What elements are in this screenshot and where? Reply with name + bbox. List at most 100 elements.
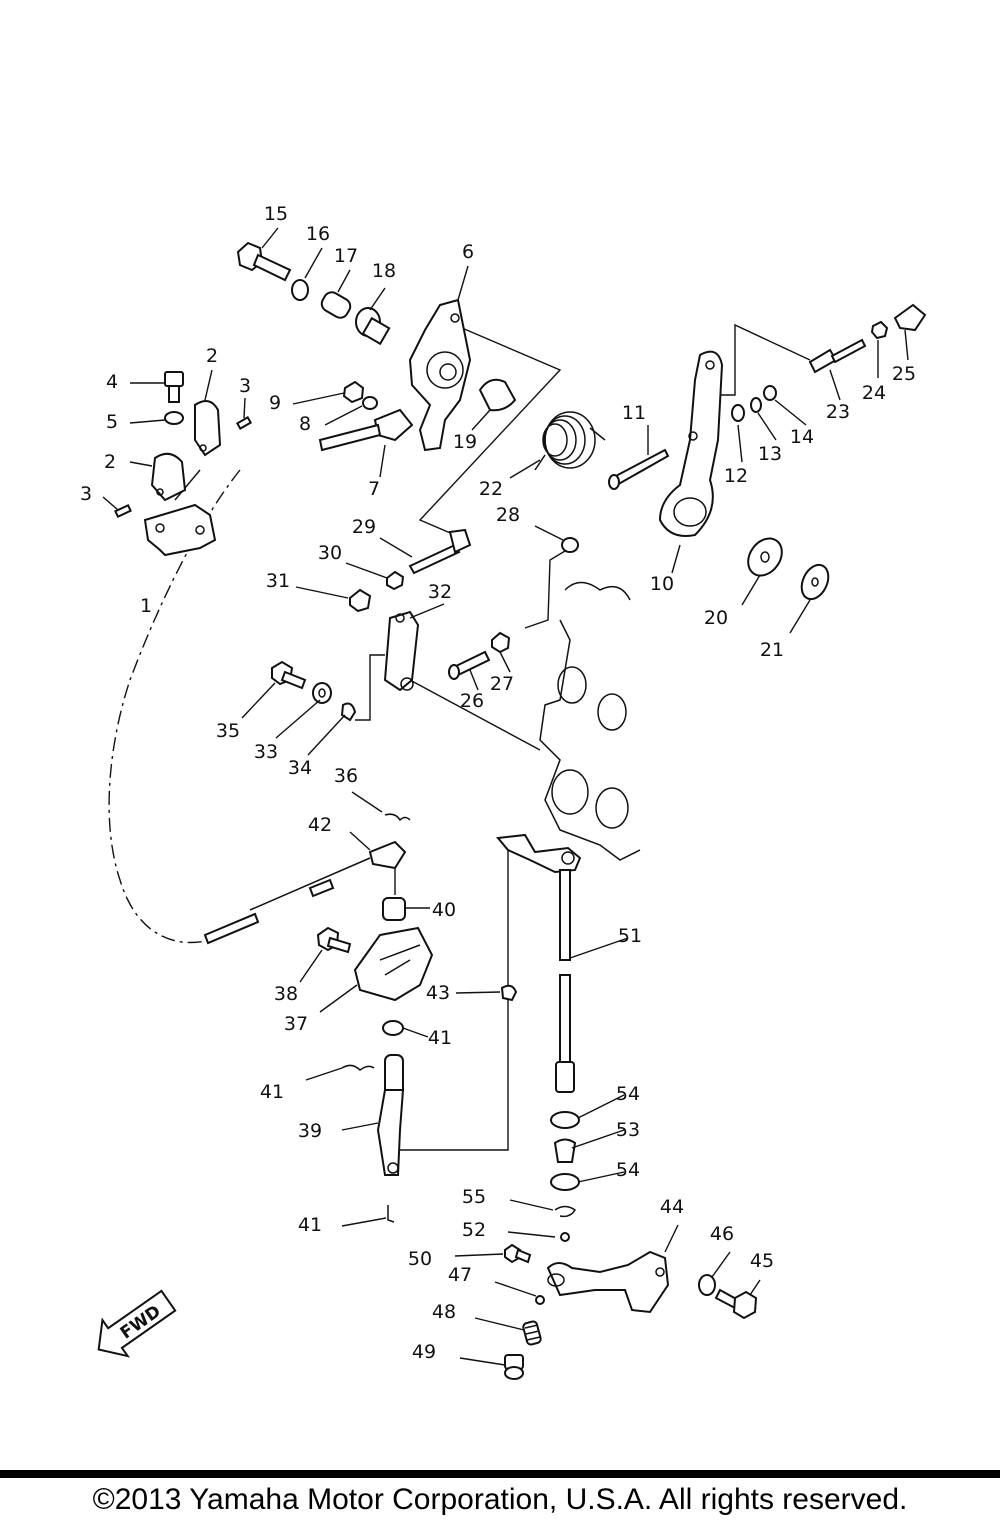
- callout-leader-27: [499, 651, 511, 673]
- callout-number-19: 19: [453, 431, 477, 453]
- part-37-bolt: [316, 926, 352, 954]
- part-15-bolt: [236, 241, 292, 282]
- callout-number-30: 30: [318, 542, 342, 564]
- callout-leader-2: [129, 461, 153, 467]
- callout-number-27: 27: [490, 673, 514, 695]
- callout-leader-18: [369, 287, 386, 311]
- part-29-link-rod: [408, 528, 472, 575]
- callout-number-7: 7: [368, 478, 380, 500]
- callout-leader-45: [749, 1279, 761, 1296]
- callout-number-6: 6: [462, 241, 474, 263]
- callout-leader-53: [571, 1129, 625, 1149]
- part-53-collar: [553, 1138, 577, 1163]
- callout-number-44: 44: [660, 1196, 684, 1218]
- callout-number-43: 43: [426, 982, 450, 1004]
- part-30-nut: [386, 570, 405, 591]
- part-40-washer: [382, 1020, 404, 1036]
- part-41-clip-upper: [384, 813, 411, 822]
- part-33-collar: [312, 682, 332, 704]
- part-21-washer: [800, 563, 830, 601]
- callout-number-5: 5: [106, 411, 118, 433]
- callout-leader-8: [324, 405, 363, 426]
- callout-leader-35: [241, 682, 276, 719]
- callout-number-48: 48: [432, 1301, 456, 1323]
- callout-number-54: 54: [616, 1159, 640, 1181]
- callout-number-50: 50: [408, 1248, 432, 1270]
- part-18-collar: [320, 291, 352, 319]
- part-11-screw: [608, 448, 670, 490]
- callout-leader-38: [299, 949, 323, 983]
- callout-leader-55: [509, 1199, 554, 1211]
- callout-number-37: 37: [284, 1013, 308, 1035]
- callout-leader-41: [402, 1027, 429, 1038]
- assembly-line-32-34: [355, 654, 385, 721]
- callout-leader-15: [261, 227, 279, 249]
- part-6-lever: [408, 298, 472, 452]
- callout-leader-54: [577, 1171, 625, 1183]
- callout-leader-31: [295, 586, 349, 599]
- callout-layer: 1223345678910111213141516171819202122232…: [80, 203, 916, 1366]
- callout-leader-21: [789, 599, 811, 634]
- part-38-lever-rod: [376, 1054, 405, 1176]
- callout-leader-42: [349, 831, 371, 851]
- part-17-bushing: [355, 307, 391, 346]
- callout-number-53: 53: [616, 1119, 640, 1141]
- callout-number-13: 13: [758, 443, 782, 465]
- part-36-bracket: [353, 926, 434, 1002]
- part-4-bolt: [164, 371, 184, 403]
- assembly-line-10-23: [720, 323, 811, 396]
- callout-number-28: 28: [496, 504, 520, 526]
- assembly-line-43-38: [395, 845, 509, 1151]
- callout-number-47: 47: [448, 1264, 472, 1286]
- cable-end-lower: [203, 912, 260, 945]
- part-48-spring: [522, 1320, 542, 1346]
- callout-number-38: 38: [274, 983, 298, 1005]
- callout-number-55: 55: [462, 1186, 486, 1208]
- part-7-joint: [318, 408, 414, 452]
- assembly-line-6-29: [418, 324, 562, 536]
- part-46-washer: [698, 1274, 716, 1296]
- part-19-bushing: [478, 378, 517, 412]
- callout-number-35: 35: [216, 720, 240, 742]
- callout-number-2: 2: [206, 345, 218, 367]
- callout-number-29: 29: [352, 516, 376, 538]
- footer-rule: [0, 1470, 1000, 1478]
- callout-number-46: 46: [710, 1223, 734, 1245]
- callout-number-8: 8: [299, 413, 311, 435]
- part-31-ball-joint: [349, 588, 372, 613]
- callout-leader-3: [102, 496, 119, 511]
- callout-leader-34: [307, 714, 346, 756]
- callout-leader-12: [737, 424, 743, 463]
- callout-number-3: 3: [80, 483, 92, 505]
- part-43-clip: [500, 984, 518, 1002]
- part-25-joint: [893, 303, 927, 332]
- callout-leader-6: [457, 265, 469, 301]
- assembly-line-1-bracket: [174, 469, 201, 501]
- part-28-cap: [561, 537, 579, 553]
- callout-leader-46: [711, 1251, 731, 1278]
- part-32-lever: [383, 610, 420, 692]
- callout-number-2: 2: [104, 451, 116, 473]
- callout-leader-26: [469, 669, 479, 691]
- callout-leader-16: [304, 247, 323, 279]
- copyright-notice: ©2013 Yamaha Motor Corporation, U.S.A. A…: [92, 1483, 908, 1516]
- callout-leader-50: [454, 1253, 504, 1257]
- part-13-nut: [750, 397, 762, 413]
- callout-leader-52: [507, 1231, 556, 1238]
- part-34-clip: [340, 702, 357, 722]
- part-3-pin-left: [114, 503, 132, 519]
- callout-leader-14: [774, 399, 807, 426]
- callout-number-26: 26: [460, 690, 484, 712]
- callout-number-22: 22: [479, 478, 503, 500]
- callout-leader-36: [351, 791, 383, 813]
- callout-leader-9: [292, 392, 345, 405]
- part-10-throttle-arm: [658, 350, 724, 537]
- part-26-screw: [448, 650, 491, 680]
- callout-number-15: 15: [264, 203, 288, 225]
- part-54-washer-lower: [550, 1173, 580, 1191]
- part-55-circlip: [554, 1205, 577, 1218]
- part-1-bracket: [143, 503, 217, 557]
- callout-leader-5: [129, 419, 166, 424]
- part-52-ball: [560, 1232, 570, 1242]
- callout-number-36: 36: [334, 765, 358, 787]
